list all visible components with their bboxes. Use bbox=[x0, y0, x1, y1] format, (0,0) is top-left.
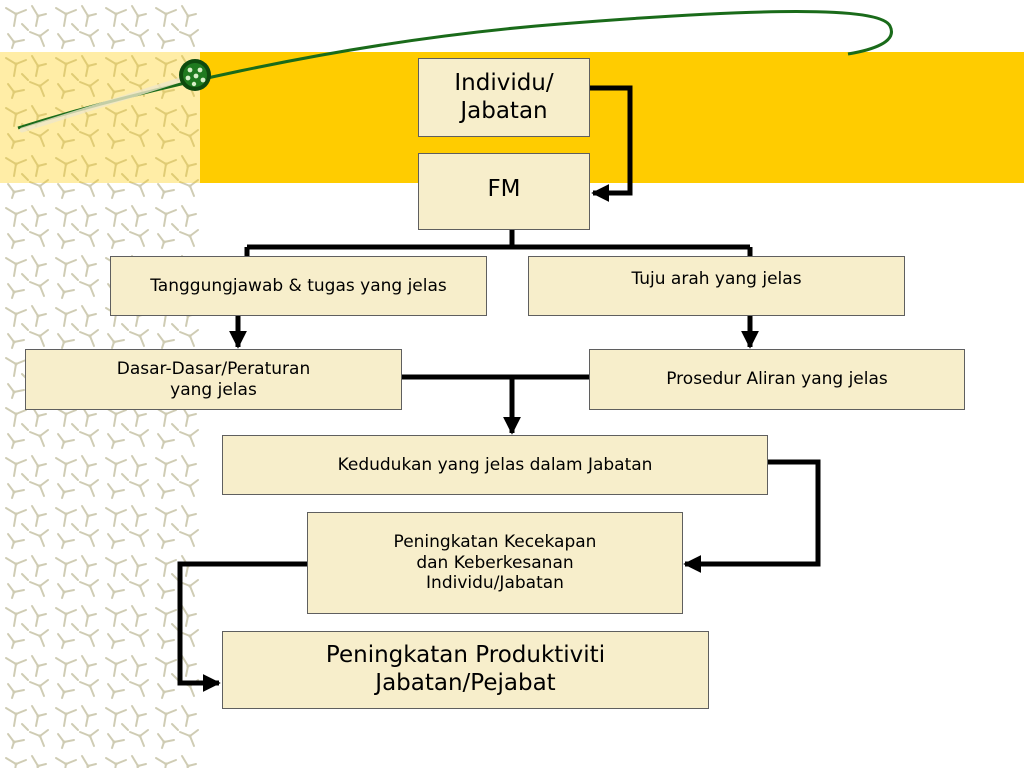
box-dasar-peraturan: Dasar-Dasar/Peraturan yang jelas bbox=[25, 349, 402, 410]
connector-kedudukan-to-kecekapan bbox=[683, 459, 821, 573]
box-peningkatan-kecekapan: Peningkatan Kecekapan dan Keberkesanan I… bbox=[307, 512, 683, 614]
box-tuju-arah: Tuju arah yang jelas bbox=[528, 256, 905, 316]
box-peningkatan-produktiviti: Peningkatan Produktiviti Jabatan/Pejabat bbox=[222, 631, 709, 709]
connector-kecekapan-to-produktiviti bbox=[177, 561, 307, 692]
box-prosedur: Prosedur Aliran yang jelas bbox=[589, 349, 965, 410]
box-individu-jabatan: Individu/ Jabatan bbox=[418, 58, 590, 137]
box-kedudukan: Kedudukan yang jelas dalam Jabatan bbox=[222, 435, 768, 495]
connector-individu-to-fm bbox=[590, 85, 633, 202]
box-fm: FM bbox=[418, 153, 590, 230]
box-tanggungjawab: Tanggungjawab & tugas yang jelas bbox=[110, 256, 487, 316]
